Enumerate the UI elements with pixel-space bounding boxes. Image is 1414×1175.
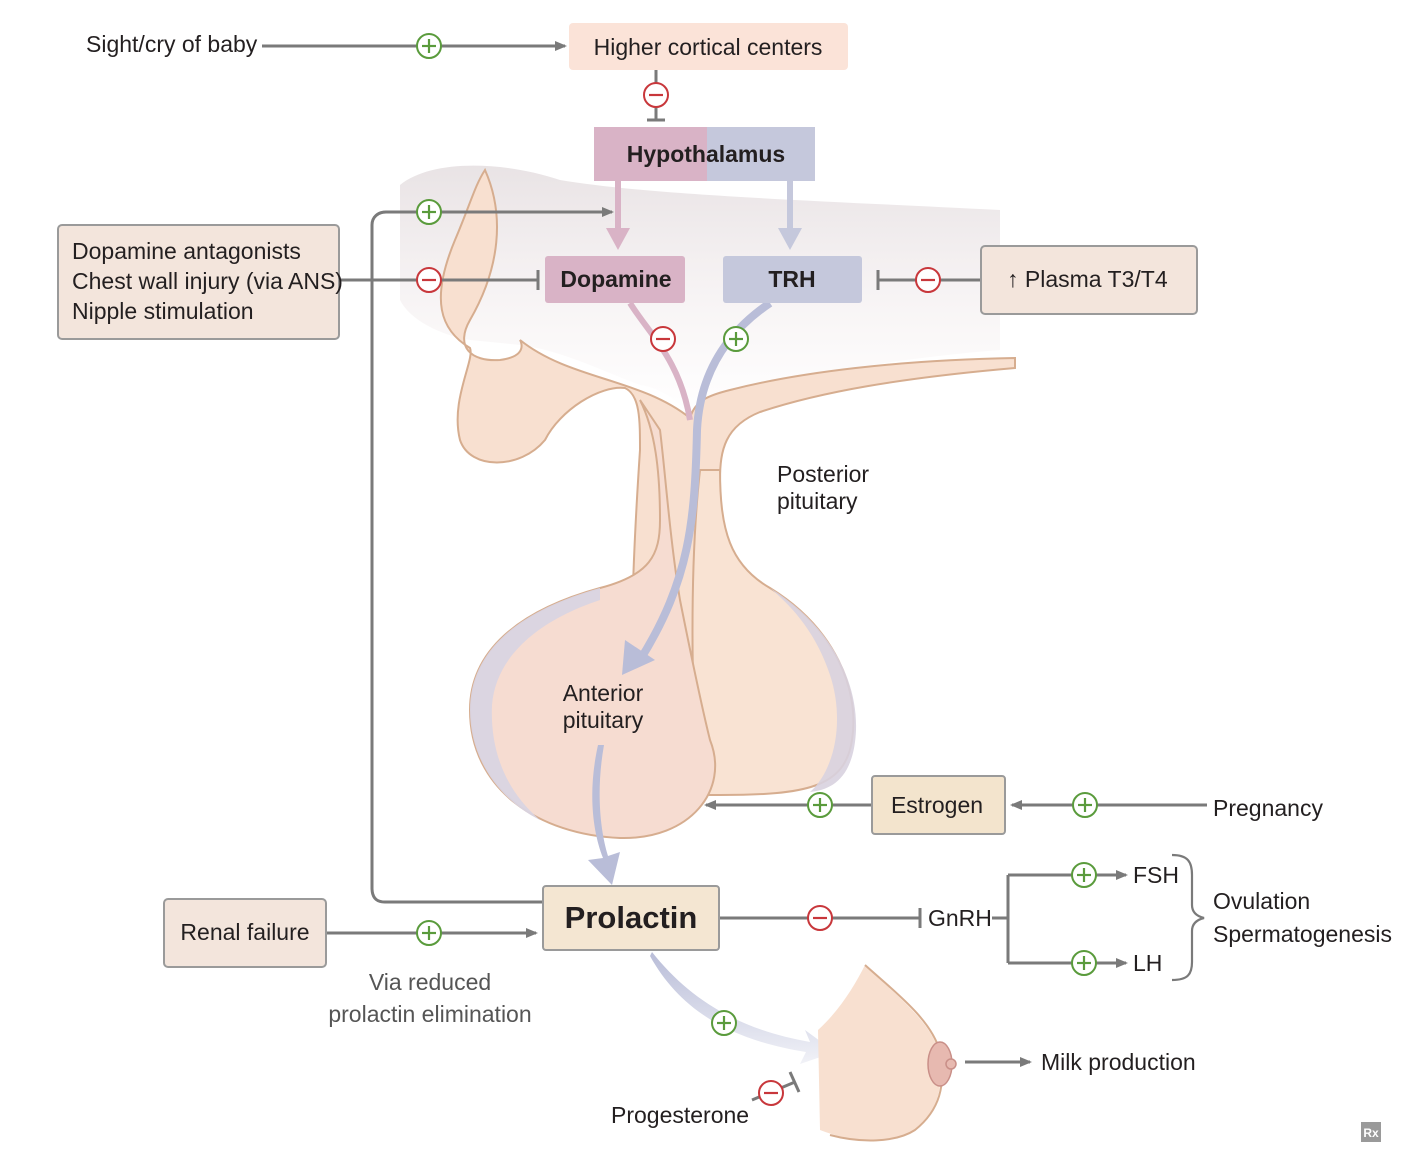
rx-logo-box (1361, 1122, 1381, 1142)
sight-cry-label: Sight/cry of baby (86, 31, 258, 57)
plus-sign-sight (416, 33, 442, 59)
plus-sign-fsh (1071, 862, 1097, 888)
minus-sign-t3t4 (915, 267, 941, 293)
chest-wall-label: Chest wall injury (via ANS) (72, 268, 343, 294)
higher-cortical-label: Higher cortical centers (594, 34, 823, 60)
plus-sign-renal (416, 920, 442, 946)
minus-sign-antagonists (416, 267, 442, 293)
trh-box (723, 256, 862, 303)
minus-sign-gnrh (807, 905, 833, 931)
spermatogenesis-label: Spermatogenesis (1213, 921, 1392, 947)
hypothalamic-region (400, 165, 1000, 418)
fsh-label: FSH (1133, 862, 1179, 888)
via-reduced-label-1: Via reduced (369, 969, 491, 995)
plus-sign-feedback (416, 199, 442, 225)
posterior-pituitary-label-2: pituitary (777, 488, 858, 514)
plus-sign-breast (711, 1010, 737, 1036)
dopamine-box (545, 256, 685, 303)
posterior-pituitary-label-1: Posterior (777, 461, 869, 487)
plus-sign-trh (723, 326, 749, 352)
renal-failure-box (163, 898, 327, 968)
ovulation-label: Ovulation (1213, 888, 1310, 914)
inhibit-bar-breast (788, 1071, 801, 1093)
plus-sign-lh (1071, 950, 1097, 976)
breast-outline (829, 964, 944, 1142)
plus-sign-pregnancy (1072, 792, 1098, 818)
plasma-t3t4-box (980, 245, 1198, 315)
posterior-pituitary-lobe (691, 469, 855, 796)
outcomes-brace (1171, 853, 1205, 982)
dopamine-antagonists-label: Dopamine antagonists (72, 238, 301, 264)
breast-shape (818, 965, 941, 1141)
pregnancy-label: Pregnancy (1213, 795, 1323, 821)
prolactin-box (542, 885, 720, 951)
rx-logo-text: Rx (1363, 1126, 1379, 1140)
hypothalamus-box-right (707, 127, 815, 181)
anterior-pituitary-label-1: Anterior (563, 680, 644, 706)
renal-failure-label: Renal failure (180, 919, 309, 945)
posterior-lobe-shading (770, 588, 857, 792)
anterior-lobe-shading (470, 588, 600, 820)
prolactin-feedback-loop (370, 207, 614, 904)
trh-label: TRH (768, 266, 815, 292)
trh-flow-arrowhead (622, 640, 655, 675)
estrogen-label: Estrogen (891, 792, 983, 818)
hypothalamus-label: Hypothalamus (627, 141, 785, 167)
anterior-pituitary-label-2: pituitary (563, 707, 644, 733)
hypothalamus-to-dopamine-head (606, 228, 630, 250)
nipple (945, 1058, 957, 1070)
nipple-stim-label: Nipple stimulation (72, 298, 254, 324)
hypothalamus-to-trh-head (778, 228, 802, 250)
estrogen-box (871, 775, 1006, 835)
minus-sign-progesterone (758, 1080, 784, 1106)
via-reduced-label-2: prolactin elimination (328, 1001, 531, 1027)
plasma-t3t4-label: ↑ Plasma T3/T4 (1007, 266, 1168, 292)
milk-production-label: Milk production (1041, 1049, 1196, 1075)
minus-sign-cortex (643, 82, 669, 108)
plus-sign-estrogen (807, 792, 833, 818)
hypothalamus-box-left (594, 127, 707, 181)
prolactin-to-breast-flow (650, 952, 835, 1064)
higher-cortical-box (569, 23, 848, 70)
dopamine-antagonists-box (57, 224, 340, 340)
prolactin-label: Prolactin (565, 900, 698, 935)
gnrh-label: GnRH (928, 905, 992, 931)
progesterone-label: Progesterone (611, 1102, 749, 1128)
prolactin-release-flow (588, 745, 620, 885)
lh-label: LH (1133, 950, 1162, 976)
minus-sign-dopamine (650, 326, 676, 352)
dopamine-label: Dopamine (560, 266, 671, 292)
